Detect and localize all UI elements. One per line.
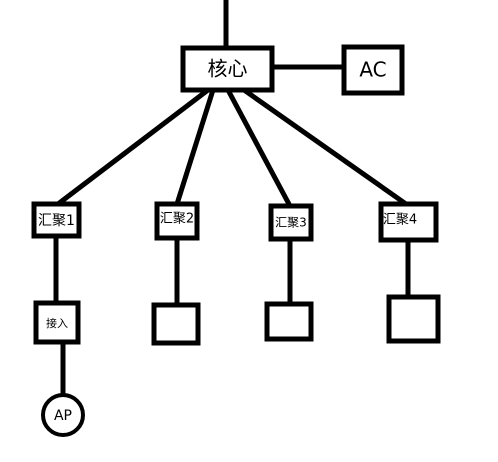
ap-label: AP <box>54 408 72 424</box>
core-agg4-line <box>242 87 408 207</box>
agg3-box <box>268 203 314 242</box>
agg1-box <box>31 201 82 239</box>
node-agg1: 汇聚1 <box>31 201 82 239</box>
agg4-label: 汇聚4 <box>383 213 417 228</box>
core-agg2-line <box>174 89 216 205</box>
core-agg3-line <box>225 88 293 208</box>
node-access: 接入 <box>33 300 81 345</box>
agg3-label: 汇聚3 <box>275 216 307 230</box>
core-box <box>180 45 275 93</box>
connections <box>53 0 411 397</box>
access-label: 接入 <box>46 317 68 330</box>
core-agg1-line <box>56 88 210 206</box>
agg1-label: 汇聚1 <box>38 213 75 229</box>
ap-circle <box>41 393 85 437</box>
agg2-child-box <box>151 302 201 346</box>
agg3-child-box <box>264 301 314 342</box>
access-box <box>33 300 81 345</box>
node-core: 核心 <box>180 45 275 93</box>
node-agg3: 汇聚3 <box>268 203 314 242</box>
node-ac: AC <box>341 44 405 96</box>
core-label: 核心 <box>208 57 248 81</box>
agg2-label: 汇聚2 <box>160 212 194 227</box>
node-agg2: 汇聚2 <box>154 201 200 241</box>
node-ap: AP <box>41 393 85 437</box>
ac-label: AC <box>359 58 386 82</box>
agg2-box <box>154 201 200 241</box>
ac-box <box>341 44 405 96</box>
node-agg4: 汇聚4 <box>378 201 439 243</box>
agg4-child-box <box>386 294 441 344</box>
agg4-box <box>378 201 439 243</box>
